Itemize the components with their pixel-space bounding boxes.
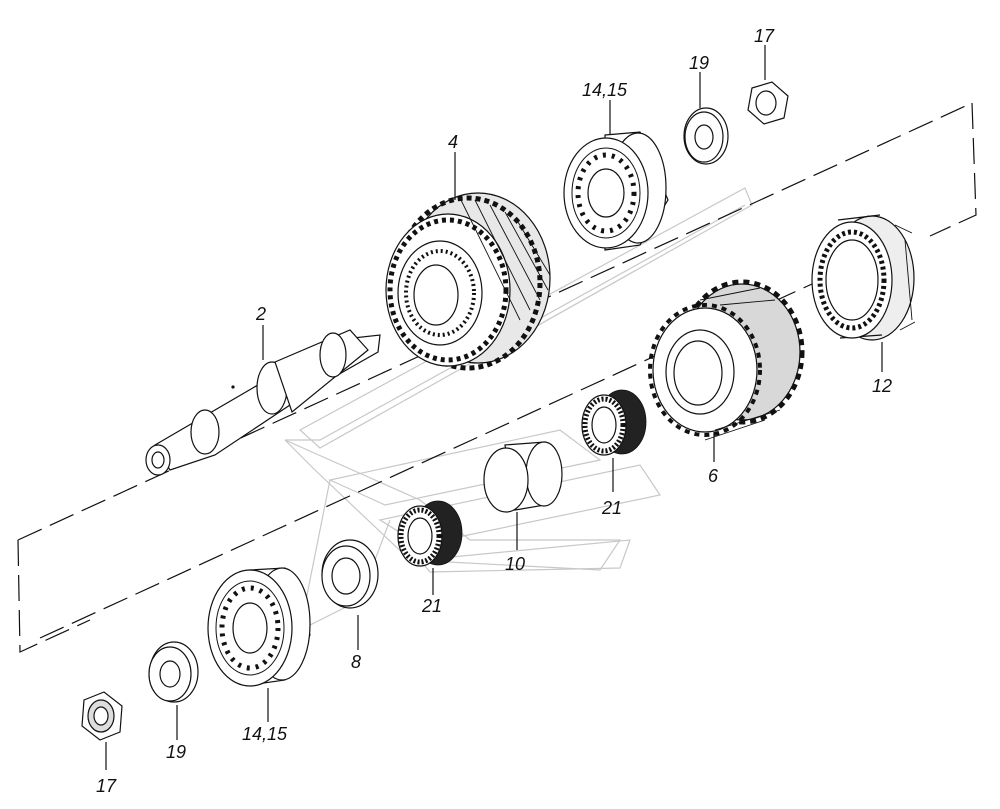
washer-part-19-bottom	[148, 641, 199, 703]
nut-part-17-bottom	[81, 691, 123, 741]
leader-lines	[105, 45, 883, 770]
callout-part-14-15-bottom: 14,15	[242, 724, 288, 744]
spur-gear-part-6	[648, 279, 805, 441]
callout-part-19-top: 19	[689, 53, 709, 73]
nut-part-17-top	[747, 81, 789, 125]
callout-part-6: 6	[708, 466, 719, 486]
callout-part-12: 12	[872, 376, 892, 396]
callout-part-8: 8	[351, 652, 361, 672]
sleeve-part-12	[811, 214, 916, 341]
callout-part-2: 2	[255, 304, 266, 324]
helical-gear-part-4	[385, 192, 551, 371]
bearing-part-14-15-top	[563, 131, 669, 251]
callout-part-19-bottom: 19	[166, 742, 186, 762]
callout-labels: 2 4 6 8 10 12 14,15 14,15 17 17 19 19 21…	[96, 26, 892, 796]
needle-bearing-part-21-left	[397, 500, 463, 567]
callout-part-10: 10	[505, 554, 525, 574]
washer-part-8	[321, 539, 379, 609]
bearing-part-14-15-bottom	[207, 567, 311, 687]
callout-part-21-left: 21	[421, 596, 442, 616]
callout-part-4: 4	[448, 132, 458, 152]
washer-part-19-top	[683, 107, 729, 165]
bushing-part-10	[483, 441, 563, 513]
assembly-axis-dashed	[17, 102, 977, 653]
callout-part-14-15-top: 14,15	[582, 80, 628, 100]
shaft-part-2	[145, 329, 381, 476]
needle-bearing-part-21-right	[581, 389, 647, 456]
callout-part-17-top: 17	[754, 26, 775, 46]
callout-part-17-bottom: 17	[96, 776, 117, 796]
callout-part-21-right: 21	[601, 498, 622, 518]
